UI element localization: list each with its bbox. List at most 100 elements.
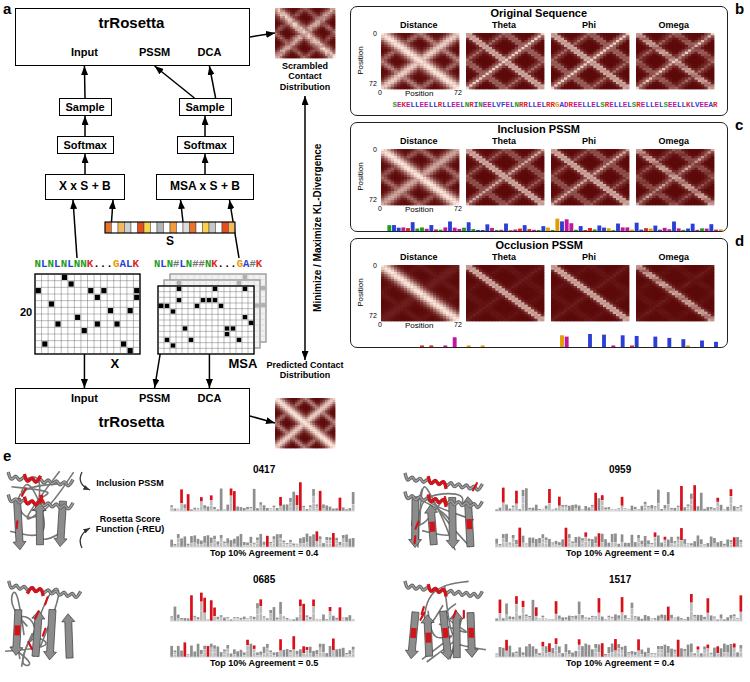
sequence-logo [687, 544, 690, 546]
sequence-logo [345, 617, 348, 621]
sequence-logo [200, 541, 203, 545]
sequence-logo [535, 539, 538, 547]
sequence-logo [345, 543, 348, 547]
strip-picture [105, 222, 235, 233]
strip-picture [203, 222, 210, 233]
sequence-logo [598, 644, 601, 652]
sequence-logo [509, 619, 512, 620]
sequence-logo [687, 645, 690, 657]
grid-picture [134, 295, 139, 300]
sequence-logo [621, 497, 624, 506]
sequence-logo [693, 617, 696, 619]
sequence-logo [716, 619, 719, 620]
sequence-logo [306, 654, 309, 657]
sequence-logo [352, 647, 355, 650]
residue-letter: # [192, 258, 198, 270]
protein-cartoon [35, 611, 38, 618]
sequence-logo [677, 617, 680, 621]
sequence-logo [687, 617, 690, 621]
sequence-logo [329, 607, 332, 611]
sequence-logo [716, 653, 719, 656]
sequence-logo [319, 540, 322, 543]
sequence-logo [528, 538, 531, 547]
sequence-logo [538, 509, 541, 511]
sequence-logo [236, 620, 239, 621]
sequence-logo [266, 508, 269, 511]
sequence-logo [502, 534, 505, 538]
sequence-logo [322, 652, 325, 656]
sequence-logo [332, 639, 335, 651]
sequence-logo [575, 509, 578, 511]
protein-cartoon [410, 628, 416, 638]
sequence-logo [542, 543, 545, 547]
sequence-logo [542, 510, 545, 511]
contact-heatmap [308, 56, 311, 58]
protein-cartoon [473, 483, 477, 490]
sequence-logo [634, 542, 637, 547]
sequence-logo [591, 616, 594, 617]
sequence-logo [223, 618, 226, 621]
sequence-logo [233, 617, 236, 619]
sequence-logo [325, 540, 328, 543]
protein-cartoon [10, 610, 23, 656]
sequence-logo [538, 619, 541, 620]
sequence-logo [584, 537, 587, 541]
strip-picture [138, 222, 145, 233]
sequence-logo [319, 652, 322, 656]
sequence-logo [332, 509, 335, 511]
protein-cartoon [428, 494, 446, 506]
sequence-logo [193, 616, 196, 617]
sequence-logo [660, 543, 663, 547]
sequence-logo [624, 646, 627, 657]
sequence-logo [637, 509, 640, 511]
protein-cartoon [450, 611, 463, 658]
strip-picture [125, 222, 132, 233]
sequence-logo [740, 509, 743, 511]
sequence-logo [515, 596, 518, 604]
sequence-logo [703, 617, 706, 619]
sequence-logo [730, 540, 733, 542]
sequence-logo [207, 646, 210, 657]
sequence-logo [283, 505, 286, 511]
sequence-logo [565, 619, 568, 621]
protein-cartoon [24, 497, 40, 505]
sequence-logo [243, 542, 246, 545]
sequence-logo [302, 509, 305, 510]
sequence-logo [535, 616, 538, 620]
sequence-logo [316, 618, 319, 619]
sequence-logo [601, 495, 604, 500]
sequence-logo [190, 536, 193, 543]
sequence-logo [316, 507, 319, 509]
sequence-logo [279, 651, 282, 657]
sequence-logo [269, 545, 272, 546]
sequence-logo [657, 504, 660, 511]
sequence-logo [687, 509, 690, 511]
sequence-logo [309, 653, 312, 656]
sequence-logo [604, 539, 607, 546]
sequence-logo [352, 650, 355, 653]
sequence-logo [266, 620, 269, 622]
sequence-logo [578, 537, 581, 547]
sequence-logo [733, 614, 736, 616]
sequence-logo [495, 594, 743, 621]
residue-letter: . [230, 258, 236, 270]
sequence-logo [210, 500, 213, 505]
protein-cartoon [425, 633, 431, 643]
sequence-logo [273, 507, 276, 508]
sequence-logo [660, 653, 663, 657]
strip-picture [112, 222, 119, 233]
sequence-logo [637, 617, 640, 621]
strip-picture [118, 222, 125, 233]
sequence-logo [561, 509, 564, 511]
msa-picture [158, 291, 254, 292]
sequence-logo [601, 542, 604, 546]
sequence-logo [505, 505, 508, 511]
sequence-logo [555, 510, 558, 512]
sequence-logo [608, 617, 611, 618]
sequence-logo [545, 537, 548, 540]
contact-heatmap [328, 56, 331, 58]
sequence-logo [495, 509, 498, 510]
sequence-logo [213, 616, 216, 620]
sequence-logo [210, 538, 213, 544]
sequence-logo [302, 604, 305, 621]
